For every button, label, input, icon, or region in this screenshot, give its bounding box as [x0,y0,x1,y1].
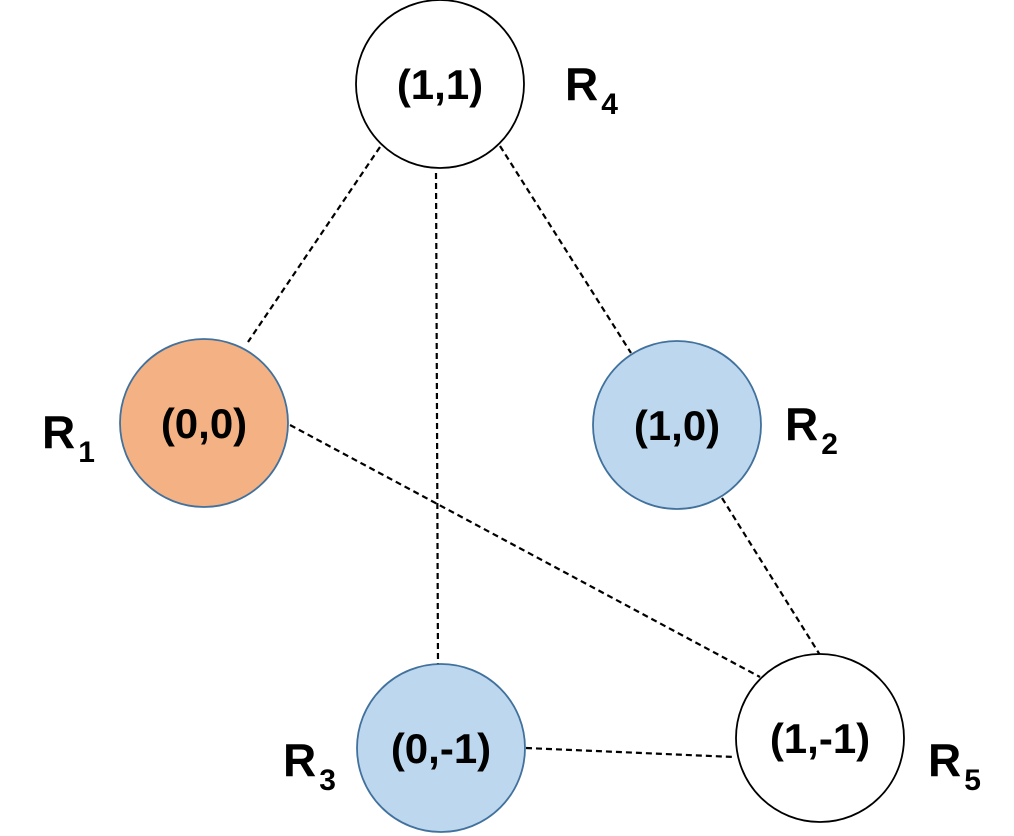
node-name-subscript: 2 [821,428,838,461]
node-circle [356,663,526,833]
node-coordinate-label: (1,1) [397,61,483,108]
edge-n0m1-n1m1 [525,746,735,759]
node-name-subscript: 5 [964,764,981,797]
edges-layer [247,145,821,759]
edge-n11-n10 [499,145,632,354]
edge-n11-n0m1 [434,172,440,666]
node-name-subscript: 4 [601,88,618,121]
edge-n11-n00 [247,146,381,343]
node-circle [592,340,762,510]
node-name-base: R [42,406,75,458]
node-name-base: R [785,398,818,450]
edge-n10-n1m1 [721,497,821,656]
node-name-base: R [928,734,961,786]
node-coordinate-label: (0,-1) [391,725,491,772]
node-name-base: R [565,58,598,110]
node-circle [119,338,289,508]
node-coordinate-label: (1,0) [634,402,720,449]
node-circle [355,0,525,169]
node-coordinate-label: (1,-1) [770,715,870,762]
node-circle [735,653,905,823]
node-name-base: R [283,734,316,786]
edge-n00-n1m1 [289,424,761,678]
node-name-subscript: 1 [78,436,95,469]
node-name-subscript: 3 [319,764,336,797]
node-coordinate-label: (0,0) [161,400,247,447]
